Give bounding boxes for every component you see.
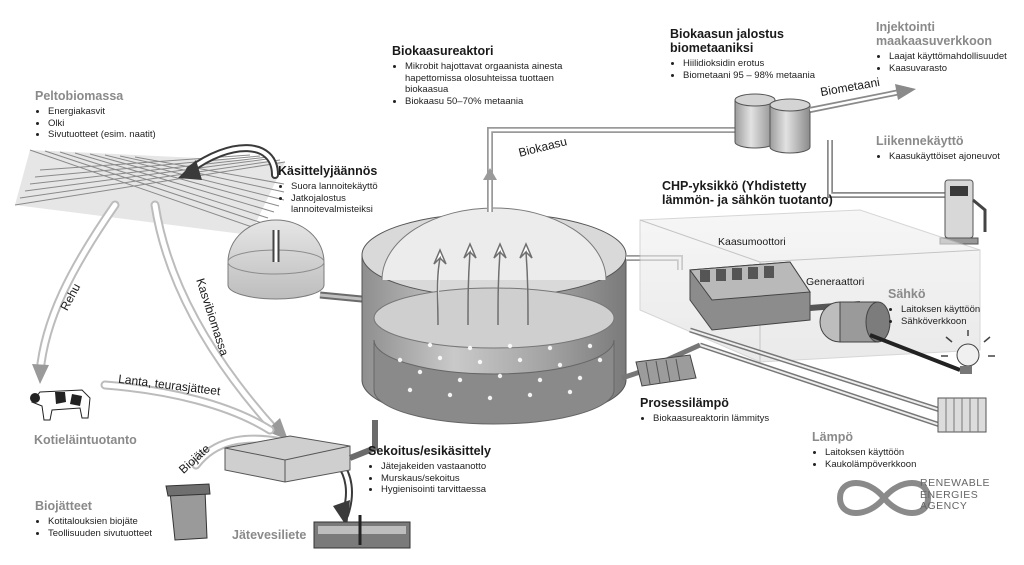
biogas-reactor-tank	[361, 207, 627, 425]
upgrading-tanks	[734, 93, 811, 154]
list-item: Teollisuuden sivutuotteet	[48, 528, 185, 540]
upgrading-list: Hiilidioksidin erotus Biometaani 95 – 98…	[670, 58, 820, 81]
grid-injection-list: Laajat käyttömahdollisuudet Kaasuvarasto	[876, 51, 1016, 74]
digestate-list: Suora lannoitekäyttö Jatkojalostus lanno…	[278, 181, 428, 216]
mixing-list: Jätejakeiden vastaanotto Murskaus/sekoit…	[368, 461, 528, 496]
list-item: Jätejakeiden vastaanotto	[381, 461, 528, 473]
list-item: Jatkojalostus lannoitevalmisteiksi	[291, 193, 428, 216]
biowaste-block: Biojätteet Kotitalouksien biojäte Teolli…	[35, 499, 185, 539]
grid-injection-block: Injektointi maakaasuverkkoon Laajat käyt…	[876, 20, 1016, 74]
renewable-energies-agency-logo: RENEWABLE ENERGIES AGENCY	[920, 477, 991, 513]
list-item: Hygienisointi tarvittaessa	[381, 484, 528, 496]
list-item: Olki	[48, 118, 225, 130]
list-item: Kaukolämpöverkkoon	[825, 459, 962, 471]
field-biomass-block: Peltobiomassa Energiakasvit Olki Sivutuo…	[35, 89, 225, 141]
mixing-tank	[224, 420, 378, 483]
heat-title: Lämpö	[812, 430, 853, 444]
list-item: Energiakasvit	[48, 106, 225, 118]
logo-infinity-icon	[836, 480, 932, 516]
list-item: Biometaani 95 – 98% metaania	[683, 70, 820, 82]
sewage-sludge-label: Jätevesiliete	[232, 528, 307, 542]
list-item: Suora lannoitekäyttö	[291, 181, 428, 193]
list-item: Sivutuotteet (esim. naatit)	[48, 129, 225, 141]
electricity-title: Sähkö	[888, 287, 926, 301]
digestate-title: Käsittelyjäännös	[278, 164, 378, 178]
process-heat-list: Biokaasureaktorin lämmitys	[640, 413, 790, 425]
chp-title-line2: lämmön- ja sähkön tuotanto)	[662, 193, 833, 207]
electricity-list: Laitoksen käyttöön Sähköverkkoon	[888, 304, 1018, 327]
gas-engine-label: Kaasumoottori	[718, 236, 786, 248]
logo-line-1: RENEWABLE	[920, 477, 991, 489]
logo-line-2: ENERGIES	[920, 488, 979, 501]
grid-injection-title-line2: maakaasuverkkoon	[876, 34, 993, 48]
process-heat-title: Prosessilämpö	[640, 396, 729, 410]
generator-label: Generaattori	[806, 276, 865, 288]
process-heat-block: Prosessilämpö Biokaasureaktorin lämmitys	[640, 396, 790, 425]
gas-engine	[689, 261, 811, 331]
reactor-list: Mikrobit hajottavat orgaanista ainesta h…	[392, 61, 572, 107]
list-item: Mikrobit hajottavat orgaanista ainesta h…	[405, 61, 572, 96]
list-item: Kotitalouksien biojäte	[48, 516, 185, 528]
digestate-tank	[227, 219, 325, 300]
biowaste-list: Kotitalouksien biojäte Teollisuuden sivu…	[35, 516, 185, 539]
grid-injection-title-line1: Injektointi	[876, 20, 936, 34]
biowaste-title: Biojätteet	[35, 499, 92, 513]
upgrading-title-line2: biometaaniksi	[670, 41, 754, 55]
electricity-block: Sähkö Laitoksen käyttöön Sähköverkkoon	[888, 287, 1018, 327]
list-item: Kaasukäyttöiset ajoneuvot	[889, 151, 1016, 163]
digestate-block: Käsittelyjäännös Suora lannoitekäyttö Ja…	[278, 164, 428, 216]
heat-block: Lämpö Laitoksen käyttöön Kaukolämpöverkk…	[812, 430, 962, 470]
heat-pipes	[621, 327, 941, 428]
list-item: Sähköverkkoon	[901, 316, 1018, 328]
mixing-title: Sekoitus/esikäsittely	[368, 444, 491, 458]
mixing-block: Sekoitus/esikäsittely Jätejakeiden vasta…	[368, 444, 528, 496]
list-item: Kaasuvarasto	[889, 63, 1016, 75]
reactor-title: Biokaasureaktori	[392, 44, 494, 58]
chp-title-line1: CHP-yksikkö (Yhdistetty	[662, 179, 807, 193]
cow-icon	[30, 389, 91, 421]
biomethane-arrow	[809, 84, 916, 113]
transport-list: Kaasukäyttöiset ajoneuvot	[876, 151, 1016, 163]
livestock-label: Kotieläintuotanto	[34, 433, 137, 447]
sewage-sludge-tank	[313, 515, 411, 549]
logo-line-3: AGENCY	[920, 500, 968, 512]
upgrading-block: Biokaasun jalostus biometaaniksi Hiilidi…	[670, 27, 820, 81]
transport-block: Liikennekäyttö Kaasukäyttöiset ajoneuvot	[876, 134, 1016, 163]
transport-title: Liikennekäyttö	[876, 134, 964, 148]
process-heat-exchanger	[635, 354, 697, 387]
list-item: Murskaus/sekoitus	[381, 473, 528, 485]
generator	[809, 301, 891, 343]
radiator-icon	[937, 397, 987, 433]
field-biomass-title: Peltobiomassa	[35, 89, 124, 103]
fuel-pump-icon	[939, 179, 987, 245]
chp-block: CHP-yksikkö (Yhdistetty lämmön- ja sähkö…	[662, 179, 852, 207]
list-item: Hiilidioksidin erotus	[683, 58, 820, 70]
heat-list: Laitoksen käyttöön Kaukolämpöverkkoon	[812, 447, 962, 470]
waste-bin-icon	[165, 483, 211, 541]
crop-field	[14, 149, 286, 235]
list-item: Laajat käyttömahdollisuudet	[889, 51, 1016, 63]
list-item: Biokaasureaktorin lämmitys	[653, 413, 790, 425]
upgrading-title-line1: Biokaasun jalostus	[670, 27, 784, 41]
list-item: Laitoksen käyttöön	[825, 447, 962, 459]
list-item: Biokaasu 50–70% metaania	[405, 96, 572, 108]
reactor-block: Biokaasureaktori Mikrobit hajottavat org…	[392, 44, 572, 107]
light-bulb-icon	[941, 330, 995, 374]
list-item: Laitoksen käyttöön	[901, 304, 1018, 316]
field-biomass-list: Energiakasvit Olki Sivutuotteet (esim. n…	[35, 106, 225, 141]
